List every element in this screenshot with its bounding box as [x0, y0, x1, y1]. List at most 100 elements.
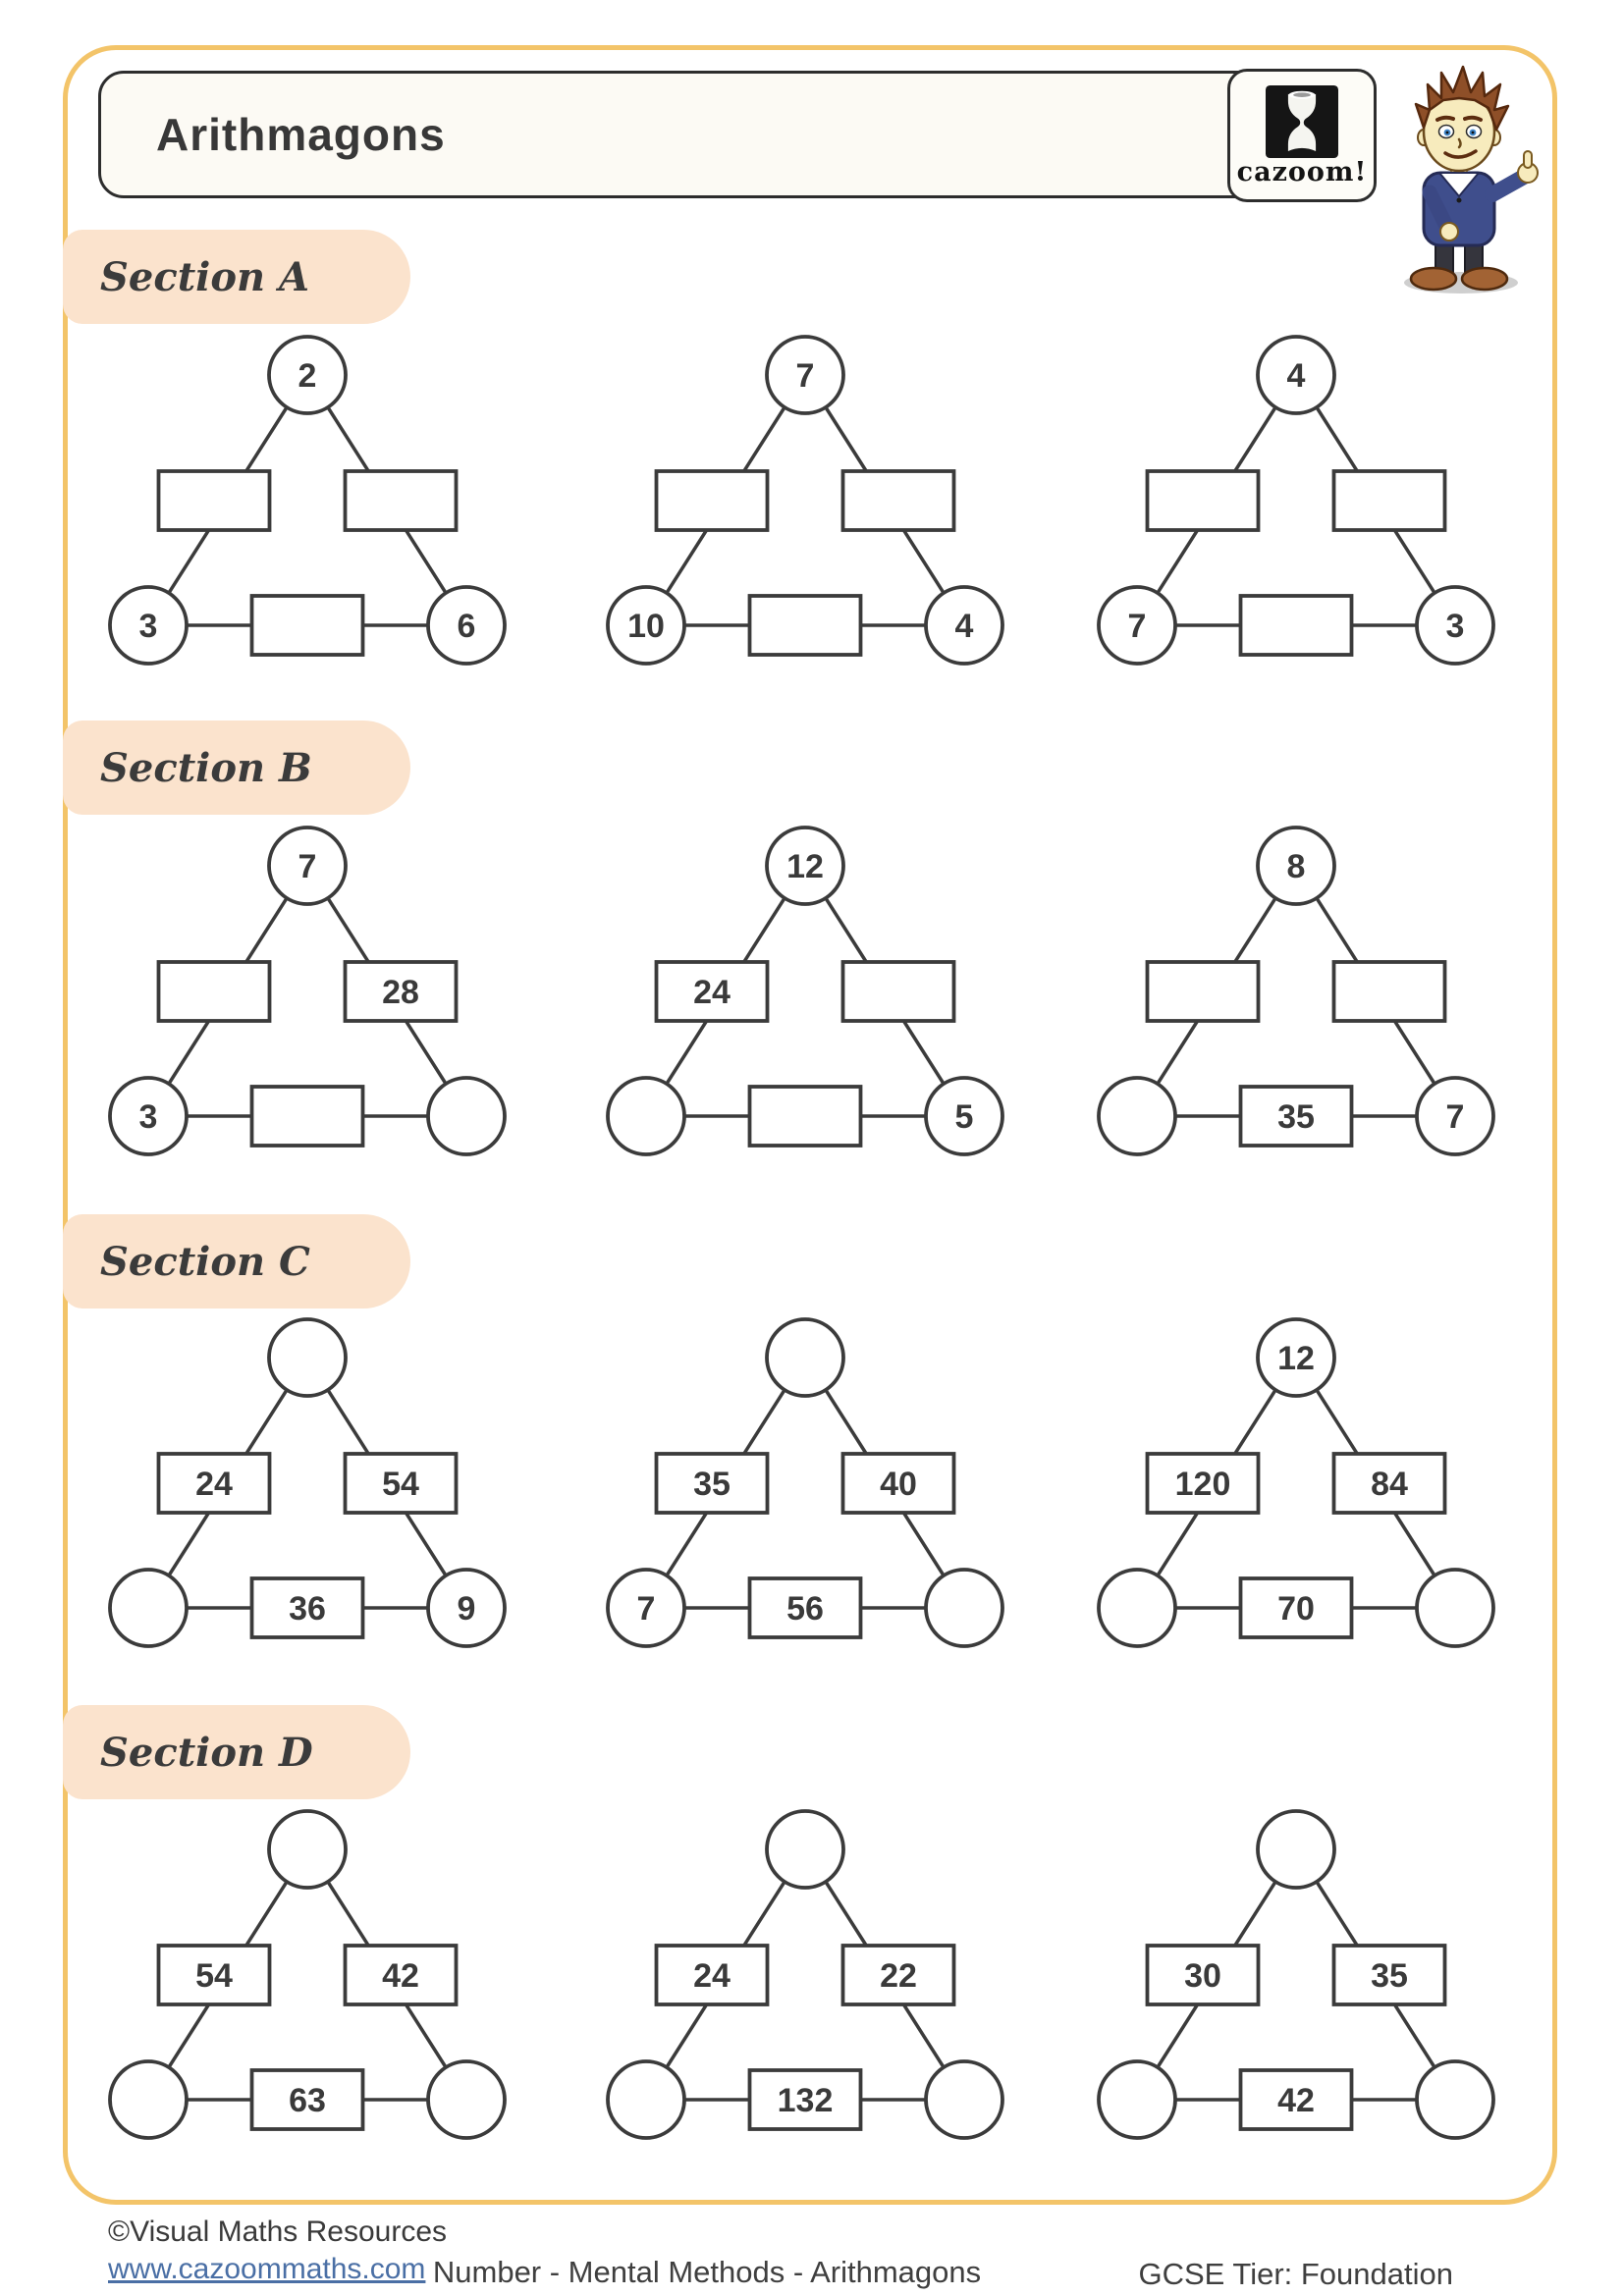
edge-box-right — [343, 960, 459, 1023]
edge-box-right — [840, 1944, 956, 2006]
edge-value-right: 35 — [1371, 1957, 1408, 1995]
edge-value-bottom: 42 — [1277, 2082, 1315, 2119]
edge-value-bottom: 63 — [289, 2082, 326, 2119]
vertex-value-bottom-right: 5 — [955, 1098, 974, 1136]
vertex-circle-bottom-right — [1415, 1568, 1495, 1648]
page-title: Arithmagons — [156, 109, 446, 160]
vertex-value-top: 8 — [1287, 848, 1306, 885]
vertex-circle-bottom-right — [426, 1568, 507, 1648]
edge-value-bottom: 132 — [778, 2082, 834, 2119]
cazoom-logo: cazoom! — [1227, 69, 1377, 202]
vertex-circle-top — [267, 826, 348, 906]
edge-box-bottom — [747, 594, 863, 657]
boy-thumbs-up-illustration — [1404, 65, 1539, 294]
vertex-circle-bottom-right — [1415, 2059, 1495, 2140]
section-a-label-text: Section A — [100, 253, 310, 300]
edge-value-right: 28 — [382, 974, 419, 1011]
edge-box-bottom — [747, 2068, 863, 2131]
footer-topic-text: Number - Mental Methods - Arithmagons — [432, 2255, 982, 2289]
edge-box-bottom — [1238, 1576, 1354, 1639]
arithmagon-c2: 35 40 7 56 — [606, 1317, 1004, 1648]
edge-box-left — [654, 1452, 770, 1515]
edge-box-right — [343, 469, 459, 532]
vertex-value-bottom-right: 7 — [1446, 1098, 1465, 1136]
vertex-circle-bottom-left — [108, 2059, 189, 2140]
edge-box-left — [156, 1944, 272, 2006]
section-d-label: Section D — [63, 1705, 410, 1799]
arithmagon-a1: 2 3 6 — [108, 335, 507, 666]
footer-credits: ©Visual Maths Resources www.cazoommaths.… — [108, 2215, 447, 2287]
vertex-value-bottom-left: 7 — [1128, 608, 1147, 645]
arithmagon-d1: 54 42 63 — [108, 1809, 507, 2140]
edge-box-left — [1145, 1944, 1261, 2006]
vertex-circle-bottom-left — [606, 1076, 686, 1156]
arithmagon-c3: 12 120 84 70 — [1097, 1317, 1495, 1648]
edge-value-bottom: 35 — [1277, 1098, 1315, 1136]
vertex-circle-bottom-right — [1415, 1076, 1495, 1156]
vertex-circle-top — [1256, 335, 1336, 415]
edge-value-left: 30 — [1184, 1957, 1221, 1995]
edge-box-bottom — [249, 1576, 365, 1639]
arithmagon-a2: 7 10 4 — [606, 335, 1004, 666]
edge-box-bottom — [747, 1576, 863, 1639]
edge-value-left: 24 — [195, 1466, 233, 1503]
edge-value-left: 120 — [1175, 1466, 1231, 1503]
vertex-value-bottom-left: 10 — [627, 608, 665, 645]
copyright-text: ©Visual Maths Resources — [108, 2216, 448, 2248]
edge-value-left: 24 — [693, 974, 731, 1011]
edge-box-right — [840, 469, 956, 532]
vertex-value-top: 7 — [796, 357, 815, 395]
vertex-value-bottom-right: 6 — [458, 608, 476, 645]
arithmagon-d2: 24 22 132 — [606, 1809, 1004, 2140]
vertex-circle-top — [267, 335, 348, 415]
vertex-circle-bottom-left — [108, 585, 189, 666]
vertex-circle-bottom-right — [924, 1568, 1004, 1648]
arithmagon-c1: 24 54 36 9 — [108, 1317, 507, 1648]
vertex-value-bottom-left: 7 — [637, 1590, 656, 1628]
vertex-circle-bottom-left — [606, 1568, 686, 1648]
vertex-circle-top — [267, 1317, 348, 1398]
edge-box-right — [840, 960, 956, 1023]
edge-box-left — [1145, 469, 1261, 532]
edge-box-left — [156, 960, 272, 1023]
edge-box-right — [1331, 469, 1447, 532]
vertex-circle-bottom-right — [426, 2059, 507, 2140]
edge-box-left — [156, 469, 272, 532]
edge-value-left: 54 — [195, 1957, 233, 1995]
vertex-value-top: 12 — [786, 848, 824, 885]
vertex-circle-bottom-right — [924, 1076, 1004, 1156]
edge-value-right: 84 — [1371, 1466, 1408, 1503]
edge-value-right: 40 — [880, 1466, 917, 1503]
vertex-circle-top — [1256, 1809, 1336, 1890]
vertex-circle-top — [267, 1809, 348, 1890]
logo-text: cazoom! — [1236, 157, 1368, 187]
vertex-value-bottom-left: 3 — [139, 608, 158, 645]
vertex-circle-bottom-left — [606, 585, 686, 666]
edge-value-right: 42 — [382, 1957, 419, 1995]
section-a-label: Section A — [63, 230, 410, 324]
vertex-circle-top — [1256, 1317, 1336, 1398]
edge-value-left: 35 — [693, 1466, 731, 1503]
section-b-label: Section B — [63, 721, 410, 815]
vertex-circle-top — [1256, 826, 1336, 906]
vertex-circle-top — [765, 826, 845, 906]
vertex-circle-top — [765, 1809, 845, 1890]
vertex-circle-top — [765, 335, 845, 415]
vertex-value-top: 12 — [1277, 1340, 1315, 1377]
title-box: Arithmagons — [98, 71, 1373, 198]
edge-box-left — [156, 1452, 272, 1515]
edge-box-bottom — [747, 1085, 863, 1148]
website-link[interactable]: www.cazoommaths.com — [108, 2253, 426, 2285]
arithmagon-b3: 8 35 7 — [1097, 826, 1495, 1156]
vertex-value-bottom-right: 9 — [458, 1590, 476, 1628]
edge-box-left — [654, 469, 770, 532]
vertex-circle-bottom-right — [426, 585, 507, 666]
edge-box-right — [840, 1452, 956, 1515]
edge-box-left — [1145, 1452, 1261, 1515]
edge-box-right — [1331, 1944, 1447, 2006]
edge-box-bottom — [249, 2068, 365, 2131]
vertex-circle-bottom-left — [1097, 1568, 1177, 1648]
edge-box-bottom — [249, 1085, 365, 1148]
vertex-circle-bottom-right — [1415, 585, 1495, 666]
vertex-circle-bottom-left — [108, 1076, 189, 1156]
